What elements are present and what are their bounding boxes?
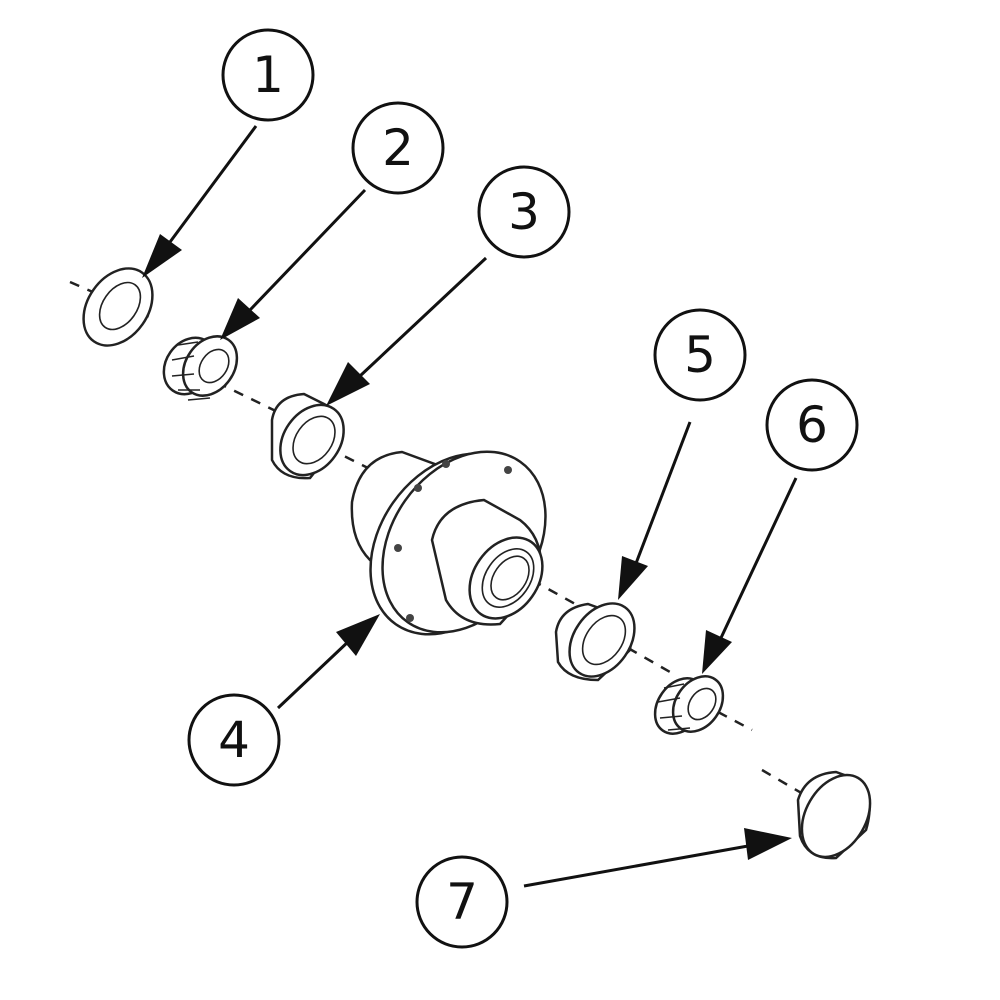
part-bearing-cone-inner <box>162 335 239 401</box>
callout-7-label: 7 <box>446 873 478 931</box>
callout-1-label: 1 <box>252 46 284 104</box>
part-bearing-cone-outer <box>653 675 725 735</box>
part-bearing-cup-inner <box>270 392 345 480</box>
callout-5: 5 <box>653 308 747 402</box>
leader-lines <box>142 125 798 888</box>
callout-4: 4 <box>187 693 281 787</box>
callout-1: 1 <box>221 28 315 122</box>
callout-7: 7 <box>415 855 509 949</box>
part-bearing-cup-outer <box>554 602 636 682</box>
callout-6-label: 6 <box>796 396 828 454</box>
callout-3-label: 3 <box>508 183 540 241</box>
callout-4-label: 4 <box>218 711 250 769</box>
callout-2: 2 <box>351 101 445 195</box>
callout-3: 3 <box>477 165 571 259</box>
part-dust-cap <box>796 770 872 860</box>
callout-2-label: 2 <box>382 119 414 177</box>
callout-5-label: 5 <box>684 326 716 384</box>
part-seal-ring <box>82 267 154 347</box>
part-wheel-hub <box>350 450 547 636</box>
callout-6: 6 <box>765 378 859 472</box>
